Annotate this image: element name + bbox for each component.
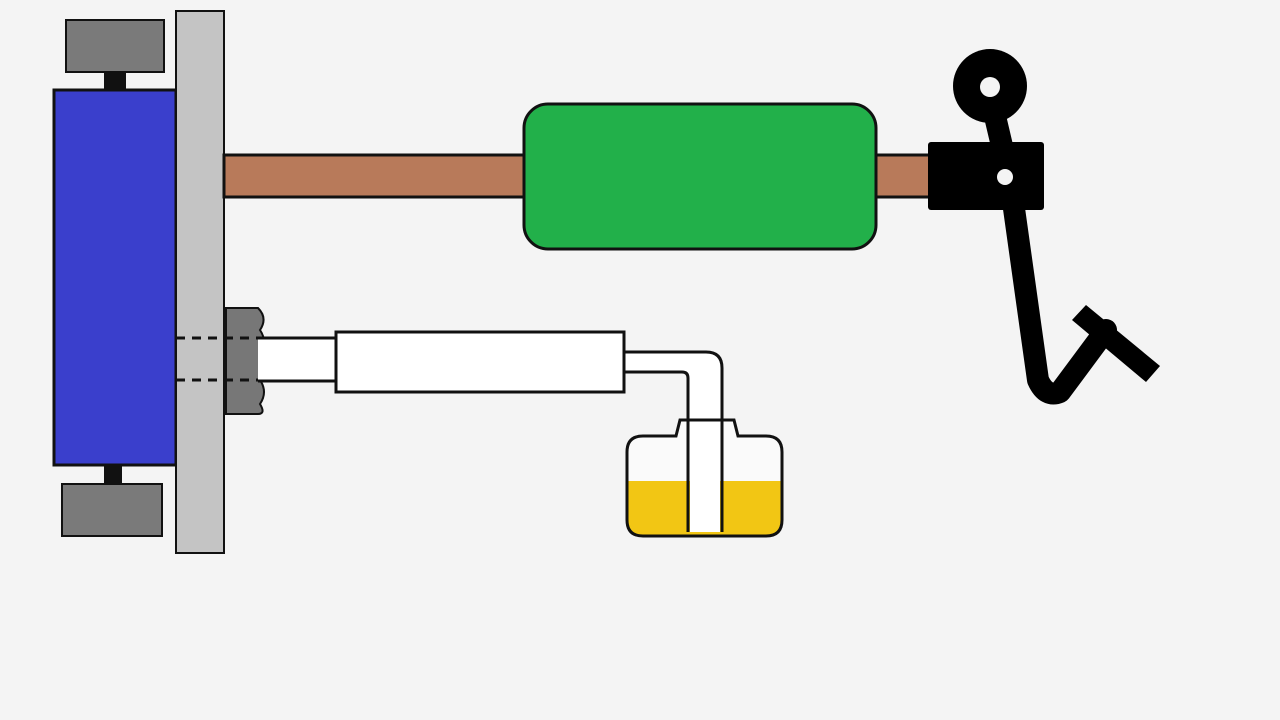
master-cylinder — [522, 102, 878, 251]
brake-caliper — [52, 88, 178, 467]
bleed-hose — [334, 330, 626, 394]
catch-jar-outline — [625, 418, 784, 538]
clevis-pin-hole — [997, 169, 1013, 185]
push-rod-right — [872, 153, 936, 199]
brake-pad-bottom-block — [61, 483, 163, 537]
internal-passage — [176, 336, 258, 382]
jar-tube-segment — [690, 420, 720, 532]
pedal-arm — [979, 84, 1117, 405]
push-rod-left — [222, 153, 528, 199]
pedal-pad — [1072, 305, 1160, 382]
brake-pad-bottom-stem — [104, 462, 122, 486]
brake-pad-bottom — [61, 462, 163, 537]
rotor-plate — [175, 10, 225, 554]
bleed-nipple-fill — [258, 339, 338, 380]
brake-pad-top-block — [65, 19, 165, 73]
brake-pad-top — [65, 19, 165, 96]
pedal-pivot-hole — [980, 77, 1000, 97]
brake-pedal — [928, 49, 1160, 405]
bleed-nipple — [258, 336, 338, 383]
catch-jar — [625, 418, 784, 538]
pedal-clevis — [928, 142, 1044, 210]
